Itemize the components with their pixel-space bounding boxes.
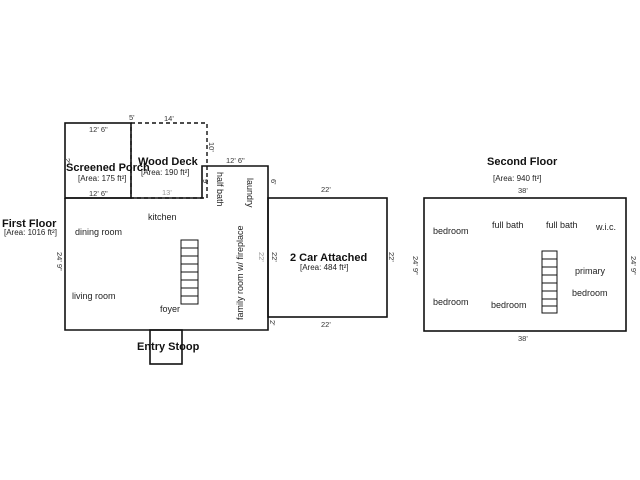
dim-small-9: 9' <box>201 179 210 185</box>
room-bedroom-3: bedroom <box>491 300 527 310</box>
entry-stoop-outline <box>149 329 183 365</box>
room-wic: w.i.c. <box>595 222 616 232</box>
second-floor-title: Second Floor <box>487 156 558 168</box>
room-kitchen: kitchen <box>148 212 177 222</box>
garage-outline <box>267 197 388 318</box>
room-bedroom-1: bedroom <box>433 226 469 236</box>
room-full-bath-2: full bath <box>546 220 578 230</box>
second-floor-area: [Area: 940 ft²] <box>493 174 541 183</box>
wood-deck-title: Wood Deck <box>138 156 199 168</box>
dim-second-bottom: 38' <box>518 334 528 343</box>
dim-garage-left: 22' <box>270 252 279 262</box>
dim-porch-top: 12' 6" <box>89 125 108 134</box>
garage-title: 2 Car Attached <box>290 252 367 264</box>
dim-garage-right: 22' <box>387 252 396 262</box>
room-primary: primary <box>575 266 606 276</box>
dim-second-top: 38' <box>518 186 528 195</box>
room-bedroom-2: bedroom <box>433 297 469 307</box>
dim-garage-bottom: 22' <box>321 320 331 329</box>
second-floor-stairs <box>541 250 558 314</box>
dim-small-2: 2' <box>268 320 277 326</box>
dim-bath-top: 12' 6" <box>226 156 245 165</box>
dim-deck-top: 14' <box>164 114 174 123</box>
dim-small-10: 10' <box>207 142 216 152</box>
room-family: family room w/ fireplace <box>235 225 245 320</box>
dim-second-right: 24' 9" <box>629 256 638 275</box>
room-primary-bedroom: bedroom <box>572 288 608 298</box>
first-floor-stairs <box>180 239 199 305</box>
screened-porch-area: [Area: 175 ft²] <box>78 174 126 183</box>
dim-porch-bottom: 12' 6" <box>89 189 108 198</box>
garage-area: [Area: 484 ft²] <box>300 263 348 272</box>
room-laundry: laundry <box>245 178 255 208</box>
wood-deck-area: [Area: 190 ft²] <box>141 168 189 177</box>
dim-small-6: 6' <box>269 179 278 185</box>
dim-family-right: 22' <box>257 252 266 262</box>
room-living: living room <box>72 291 116 301</box>
room-full-bath-1: full bath <box>492 220 524 230</box>
dim-second-left: 24' 9" <box>411 256 420 275</box>
second-floor-outline <box>423 197 627 332</box>
dim-small-2b: 2' <box>63 158 72 164</box>
dim-small-5: 5' <box>129 113 135 122</box>
screened-porch-title: Screened Porch <box>66 162 150 174</box>
entry-stoop-title: Entry Stoop <box>137 341 200 353</box>
dim-deck-bottom: 13' <box>162 188 172 197</box>
room-foyer: foyer <box>160 304 180 314</box>
dim-first-left: 24' 9" <box>55 252 64 271</box>
first-floor-area: [Area: 1016 ft²] <box>4 228 57 237</box>
room-half-bath: half bath <box>215 172 225 207</box>
wood-deck-outline <box>130 122 208 199</box>
room-dining: dining room <box>75 227 122 237</box>
first-floor-title: First Floor <box>2 218 57 230</box>
dim-garage-top: 22' <box>321 185 331 194</box>
